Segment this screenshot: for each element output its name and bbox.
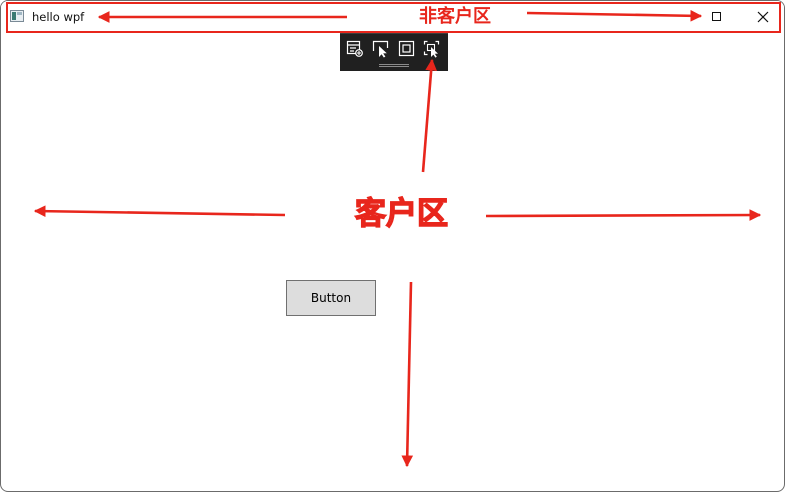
select-element-icon: [372, 40, 389, 58]
toolbar-grip[interactable]: [379, 64, 409, 67]
close-button[interactable]: [740, 2, 784, 32]
maximize-button[interactable]: [693, 2, 739, 32]
live-visual-tree-icon: [346, 40, 363, 57]
non-client-area-label: 非客户区: [419, 6, 491, 27]
display-layout-adorners-icon: [398, 40, 415, 57]
live-visual-tree-button[interactable]: [346, 40, 364, 58]
select-element-button[interactable]: [372, 40, 390, 58]
window-title: hello wpf: [32, 10, 85, 24]
track-focused-element-button[interactable]: [423, 40, 441, 58]
client-area-label: 客户区: [354, 195, 448, 232]
close-icon: [757, 11, 769, 23]
app-icon: [10, 10, 24, 22]
non-client-area-highlight: [6, 2, 781, 33]
client-button[interactable]: Button: [286, 280, 376, 316]
track-focused-element-icon: [423, 40, 440, 58]
wpf-debug-toolbar: [340, 32, 448, 71]
display-layout-adorners-button[interactable]: [398, 40, 416, 58]
maximize-icon: [712, 12, 721, 21]
